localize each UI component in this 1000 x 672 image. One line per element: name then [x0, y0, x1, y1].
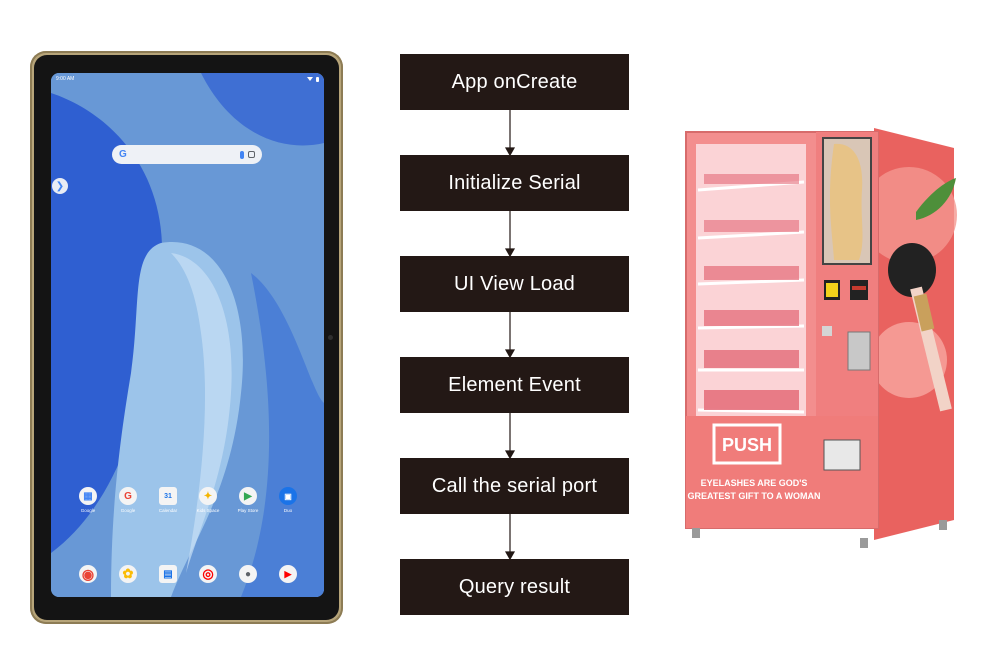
- app-google[interactable]: G Google: [113, 487, 143, 513]
- slogan-line-2: GREATEST GIFT TO A WOMAN: [688, 491, 821, 501]
- chrome-icon: ◉: [79, 565, 97, 583]
- app-label: Google: [80, 508, 96, 513]
- mic-icon[interactable]: [240, 150, 244, 159]
- duo-icon: ▣: [279, 487, 297, 505]
- status-bar: 9:00 AM: [51, 73, 324, 85]
- dock: ◉ ✿ ▤ ◎ ● ▶: [73, 565, 303, 583]
- app-play-store[interactable]: ▶ Play Store: [233, 487, 263, 513]
- push-label: PUSH: [722, 435, 772, 455]
- front-camera: [328, 335, 333, 340]
- android-tablet: 9:00 AM G ❯ ▦ Google G: [30, 51, 343, 624]
- flow-step-initialize-serial: Initialize Serial: [400, 155, 629, 211]
- machine-feet: [692, 520, 947, 548]
- makeup-brush-ferrule: [913, 293, 935, 332]
- home-app-row: ▦ Google G Google 31 Calendar ✦ Kids Spa…: [73, 487, 303, 513]
- tablet-bezel: 9:00 AM G ❯ ▦ Google G: [34, 55, 339, 620]
- kids-space-icon: ✦: [199, 487, 217, 505]
- calendar-icon: 31: [159, 487, 177, 505]
- slogan-line-1: EYELASHES ARE GOD'S: [701, 478, 808, 488]
- app-calendar[interactable]: 31 Calendar: [153, 487, 183, 513]
- screen-ad-hair: [829, 143, 863, 260]
- status-icons: [307, 76, 319, 82]
- camera-icon: ●: [239, 565, 257, 583]
- google-search-bar[interactable]: G: [112, 145, 262, 164]
- battery-icon: [316, 76, 319, 82]
- push-button-frame: [712, 423, 782, 465]
- pickup-door: [823, 439, 861, 471]
- cosmetics-vending-machine: PUSH EYELASHES ARE GOD'S GREATEST GIFT T…: [685, 128, 957, 548]
- dock-youtube[interactable]: ▶: [273, 565, 303, 583]
- key-lock: [822, 326, 832, 336]
- flow-connectors: [504, 110, 516, 561]
- dock-youtube-music[interactable]: ◎: [193, 565, 223, 583]
- photos-icon: ✿: [119, 565, 137, 583]
- app-google-folder[interactable]: ▦ Google: [73, 487, 103, 513]
- wifi-icon: [307, 77, 313, 81]
- app-label: Google: [120, 508, 136, 513]
- status-time: 9:00 AM: [56, 76, 75, 82]
- flow-step-ui-view-load: UI View Load: [400, 256, 629, 312]
- promo-panel: [686, 416, 878, 528]
- leaf-decor: [916, 178, 956, 220]
- flow-step-query-result: Query result: [400, 559, 629, 615]
- makeup-brush-head: [888, 243, 936, 297]
- youtube-music-icon: ◎: [199, 565, 217, 583]
- app-label: Calendar: [158, 508, 178, 513]
- flow-step-app-oncreate: App onCreate: [400, 54, 629, 110]
- app-label: Kids Space: [196, 508, 220, 513]
- coin-slot: [847, 331, 871, 371]
- google-folder-icon: ▦: [79, 487, 97, 505]
- tablet-home-screen: 9:00 AM G ❯ ▦ Google G: [51, 73, 324, 597]
- flow-step-element-event: Element Event: [400, 357, 629, 413]
- google-icon: G: [119, 487, 137, 505]
- product-rows: [704, 174, 799, 410]
- discover-icon[interactable]: ❯: [52, 178, 68, 194]
- dock-chrome[interactable]: ◉: [73, 565, 103, 583]
- flow-step-call-serial-port: Call the serial port: [400, 458, 629, 514]
- app-label: Play Store: [237, 508, 259, 513]
- google-logo-icon: G: [119, 149, 127, 160]
- dock-photos[interactable]: ✿: [113, 565, 143, 583]
- dock-camera[interactable]: ●: [233, 565, 263, 583]
- product-shelves: [697, 180, 805, 414]
- lens-icon[interactable]: [248, 151, 255, 158]
- dock-files[interactable]: ▤: [153, 565, 183, 583]
- youtube-icon: ▶: [279, 565, 297, 583]
- side-decor-circle: [861, 167, 957, 263]
- files-icon: ▤: [159, 565, 177, 583]
- app-kids-space[interactable]: ✦ Kids Space: [193, 487, 223, 513]
- app-duo[interactable]: ▣ Duo: [273, 487, 303, 513]
- app-label: Duo: [283, 508, 293, 513]
- play-store-icon: ▶: [239, 487, 257, 505]
